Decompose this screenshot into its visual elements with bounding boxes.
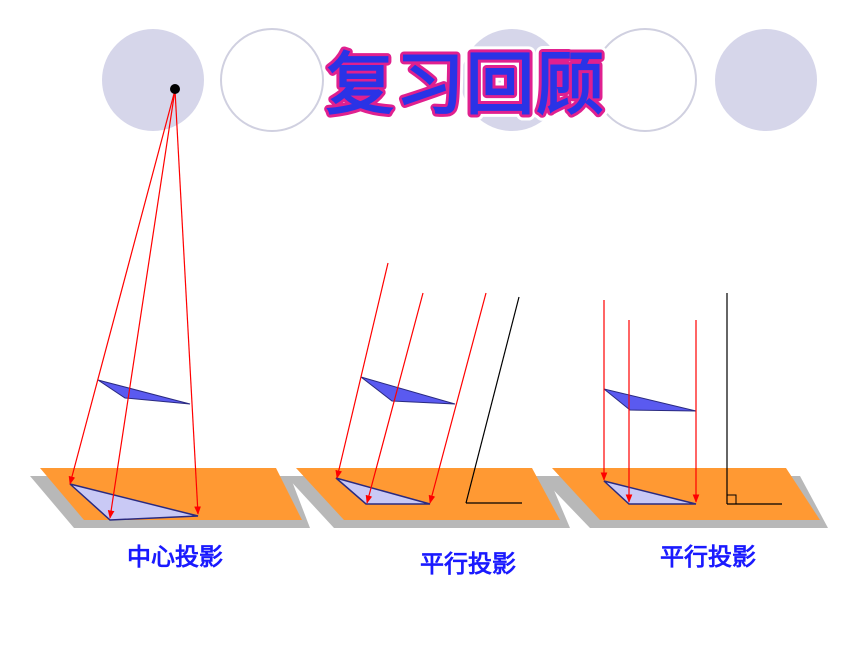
header-circles bbox=[102, 28, 817, 132]
page-title-shadow: 复习回顾 bbox=[326, 46, 606, 125]
ground-plane bbox=[552, 468, 820, 520]
projection-ray bbox=[335, 262, 389, 479]
panel-orthogonal-parallel-projection: 平行投影 bbox=[540, 293, 828, 571]
page-title-outline: 复习回顾 bbox=[326, 46, 606, 125]
object-triangle bbox=[603, 388, 697, 412]
panel-label: 平行投影 bbox=[420, 550, 516, 578]
projected-shadow-triangle bbox=[69, 483, 199, 521]
header-circle bbox=[220, 28, 324, 132]
projection-ray bbox=[174, 89, 201, 515]
header-circle bbox=[102, 29, 204, 131]
projection-ray bbox=[428, 292, 487, 504]
object-triangle bbox=[360, 376, 456, 405]
page-title-text: 复习回顾 bbox=[326, 46, 606, 125]
projection-ray bbox=[68, 89, 176, 485]
page-title: 复习回顾 复习回顾 复习回顾 bbox=[320, 40, 610, 131]
header-circle bbox=[461, 29, 563, 131]
ground-plane bbox=[296, 468, 560, 520]
projected-shadow-triangle bbox=[335, 477, 431, 505]
object-triangle bbox=[97, 379, 191, 405]
projection-ray bbox=[365, 292, 424, 504]
header-circle bbox=[593, 28, 697, 132]
projection-ray bbox=[107, 89, 176, 519]
panel-label: 平行投影 bbox=[660, 543, 756, 571]
panel-oblique-parallel-projection: 平行投影 bbox=[286, 262, 570, 578]
panel-label: 中心投影 bbox=[127, 543, 223, 571]
light-source-point bbox=[170, 84, 180, 94]
right-angle-marker bbox=[727, 494, 737, 504]
panel-central-projection: 中心投影 bbox=[30, 84, 310, 571]
pole bbox=[465, 296, 520, 504]
header-circle bbox=[715, 29, 817, 131]
